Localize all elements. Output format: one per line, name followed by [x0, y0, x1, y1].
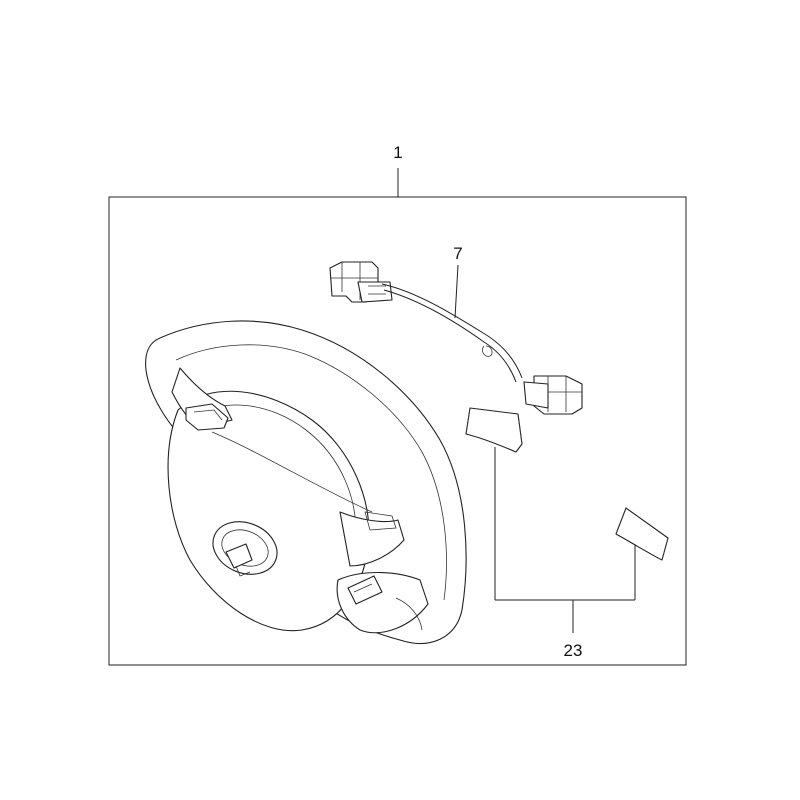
trim-cover-upper	[465, 407, 523, 453]
callout-23-bracket	[494, 447, 636, 633]
trim-cover-lower	[615, 507, 669, 561]
steering-wheel	[145, 320, 467, 644]
callout-23-label: 23	[564, 641, 583, 660]
callout-7-leader	[454, 264, 459, 319]
callout-1-label: 1	[393, 143, 402, 162]
callout-7-label: 7	[453, 244, 462, 263]
wiring-harness	[329, 261, 583, 415]
